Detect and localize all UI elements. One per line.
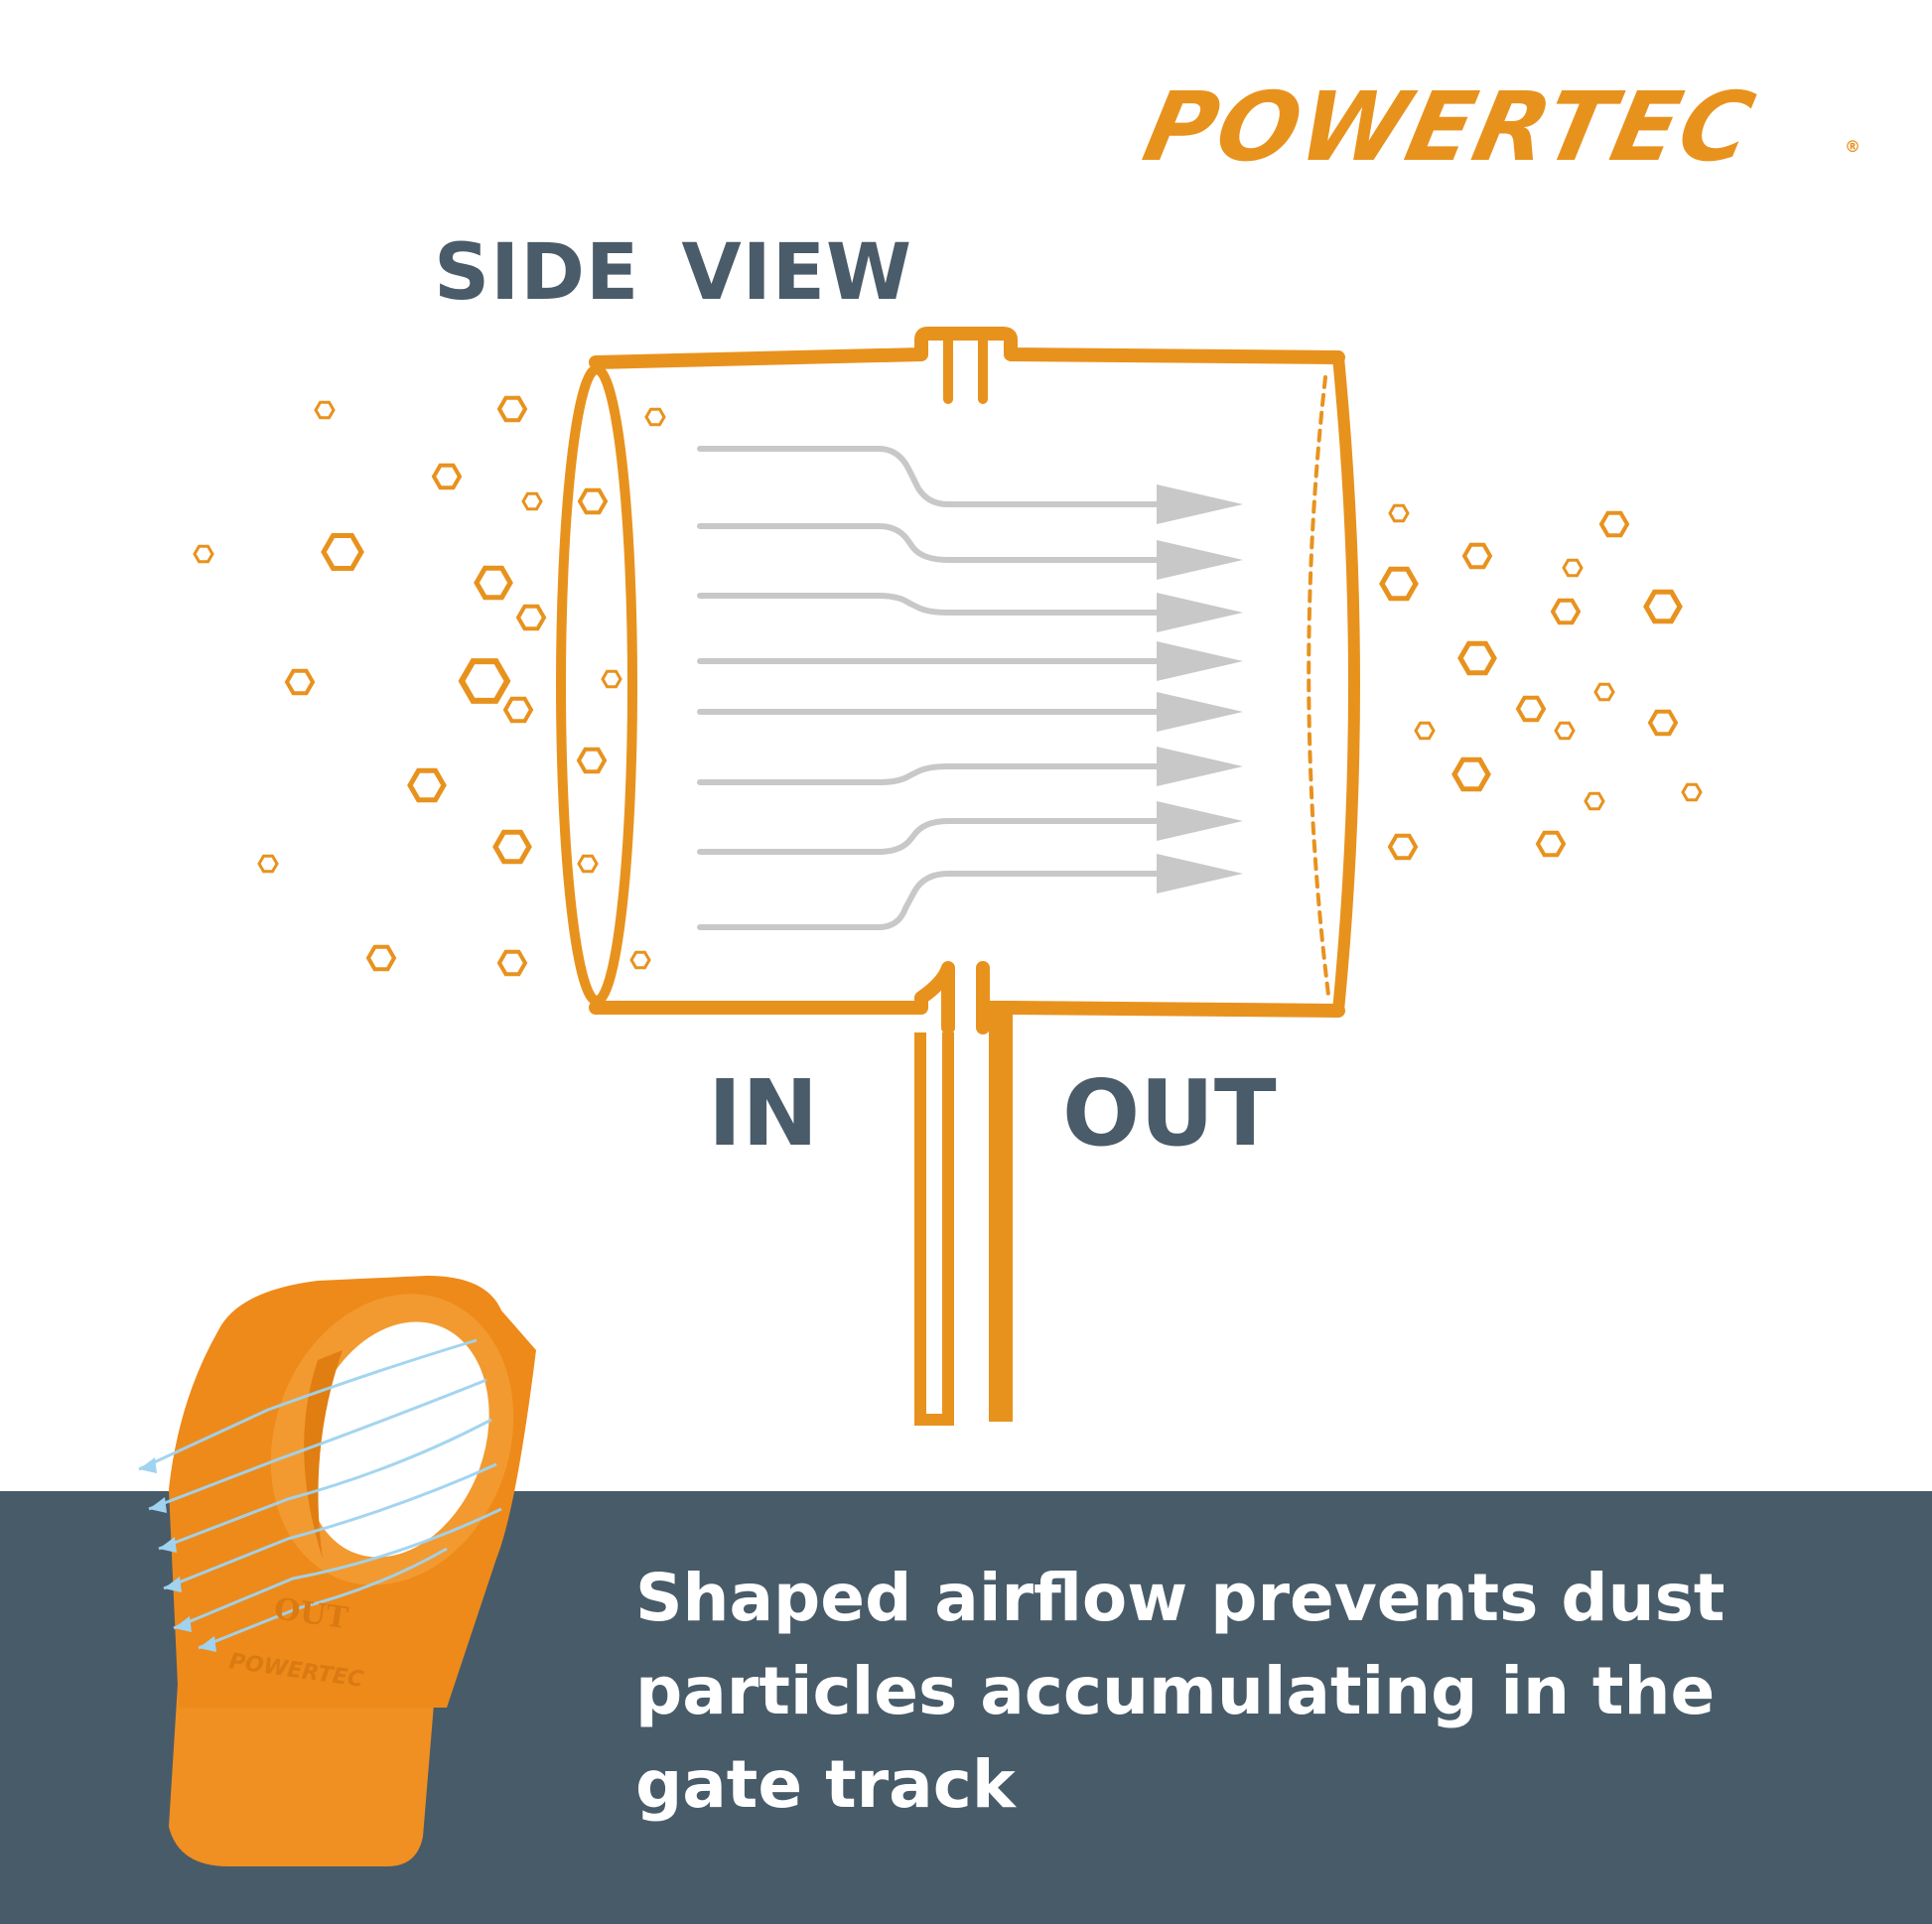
dust-particle	[1461, 542, 1493, 570]
right-wall	[1332, 351, 1360, 1017]
airflow-arrowhead	[1157, 854, 1243, 893]
inlet-opening	[556, 364, 637, 1006]
top-wall-left	[589, 327, 1345, 369]
airflow-line	[697, 871, 1165, 930]
dust-particle	[644, 407, 666, 427]
dust-particle	[193, 544, 214, 564]
dust-particle	[1387, 833, 1419, 861]
dust-particle	[492, 829, 532, 865]
dust-particle	[601, 669, 622, 689]
dust-particle	[1379, 566, 1419, 602]
product-gate-blade	[169, 1668, 437, 1866]
dust-particle	[474, 565, 513, 601]
blast-gate-product-illustration: OUT POWERTEC	[138, 1276, 536, 1866]
airflow-arrowhead	[1157, 540, 1243, 580]
dust-particles-in	[193, 395, 666, 977]
dust-particle	[577, 487, 609, 515]
airflow-line	[697, 818, 1165, 855]
airflow-arrowhead	[1157, 692, 1243, 732]
product-ring-inner-shadow	[304, 1350, 343, 1559]
dust-particle	[407, 767, 447, 803]
dust-particle	[1457, 640, 1497, 676]
dust-particle	[1681, 782, 1703, 802]
dust-particle	[1550, 598, 1582, 625]
dust-particle	[577, 854, 599, 874]
dust-particle	[521, 491, 543, 511]
product-airflow-arrowheads	[139, 1457, 216, 1652]
dust-particle	[1388, 503, 1410, 523]
registered-mark: ®	[1845, 137, 1861, 156]
dust-particle	[1643, 589, 1683, 624]
airflow-arrowhead	[1157, 641, 1243, 681]
product-airflow-streaks	[138, 1338, 502, 1650]
airflow-arrowhead	[1157, 801, 1243, 841]
airflow-line	[697, 763, 1165, 785]
dust-particle	[431, 463, 463, 490]
dust-particles-out	[1379, 503, 1703, 861]
dust-particle	[1647, 709, 1679, 737]
airflow-lines	[697, 446, 1165, 930]
airflow-line	[697, 523, 1165, 563]
dust-particle	[1598, 510, 1630, 538]
dust-particle	[576, 747, 608, 774]
dust-particle	[314, 400, 336, 420]
outlet-label: OUT	[1062, 1060, 1277, 1167]
airflow-arrowhead	[1157, 593, 1243, 632]
top-slot	[943, 333, 988, 404]
dust-particle	[1584, 791, 1605, 811]
dust-particle	[1562, 558, 1584, 578]
airflow-arrowheads	[1157, 484, 1243, 893]
airflow-line	[697, 446, 1165, 507]
dust-particle	[1535, 830, 1567, 858]
dust-particle	[365, 944, 397, 972]
dust-particle	[1593, 682, 1615, 702]
dust-particle	[1451, 756, 1491, 792]
airflow-arrowhead	[1157, 747, 1243, 786]
gate-body-outline	[556, 327, 1360, 1034]
caption-text: Shaped airflow prevents dust particles a…	[635, 1560, 1725, 1823]
dust-particle	[629, 950, 651, 970]
dust-particle	[321, 533, 364, 571]
inlet-label: IN	[708, 1060, 819, 1167]
outlet-opening-dashed	[1307, 375, 1330, 997]
airflow-arrowhead	[1157, 484, 1243, 524]
dust-particle	[458, 658, 511, 704]
dust-particle	[496, 949, 528, 977]
dust-particle	[284, 668, 316, 696]
dust-particle	[515, 604, 547, 631]
blast-gate-side-view-diagram	[193, 327, 1703, 1426]
dust-particle	[1554, 721, 1576, 741]
dust-particle	[1515, 695, 1547, 723]
dust-particle	[502, 696, 534, 724]
diagram-title: SIDE VIEW	[434, 228, 913, 318]
dust-particle	[257, 854, 279, 874]
bottom-wall	[589, 961, 1345, 1034]
dust-particle	[496, 395, 528, 423]
gate-blade[interactable]	[914, 1003, 1013, 1426]
airflow-line	[697, 593, 1165, 616]
dust-particle	[1414, 721, 1436, 741]
